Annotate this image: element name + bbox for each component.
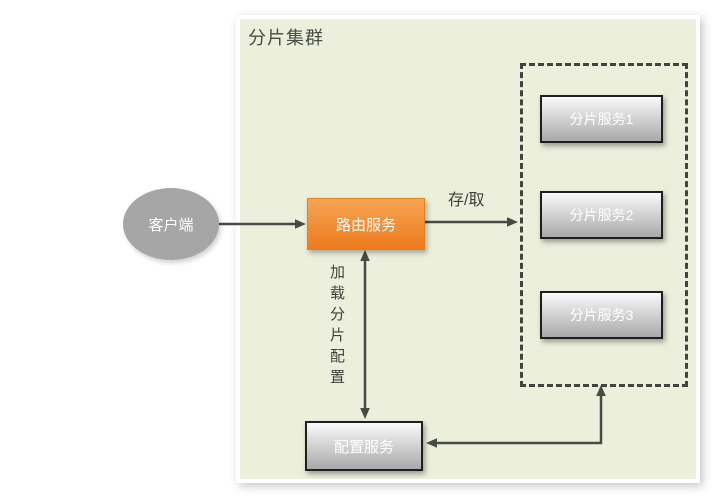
shard-service-1-label: 分片服务1	[569, 111, 634, 127]
shard-service-3-label: 分片服务3	[569, 307, 634, 323]
cluster-title: 分片集群	[248, 28, 324, 48]
load-config-label: 加载分片配置	[328, 264, 345, 390]
shard-group-box	[520, 63, 688, 387]
client-node: 客户端	[123, 188, 219, 260]
store-fetch-label: 存/取	[448, 192, 485, 209]
client-label: 客户端	[148, 216, 194, 234]
shard-service-1-node: 分片服务1	[540, 95, 663, 143]
shard-service-2-node: 分片服务2	[540, 191, 663, 239]
shard-service-2-label: 分片服务2	[569, 207, 634, 223]
router-label: 路由服务	[335, 216, 396, 234]
router-node: 路由服务	[307, 198, 425, 250]
shard-service-3-node: 分片服务3	[540, 291, 663, 339]
config-service-label: 配置服务	[333, 438, 394, 456]
config-service-node: 配置服务	[305, 421, 423, 471]
